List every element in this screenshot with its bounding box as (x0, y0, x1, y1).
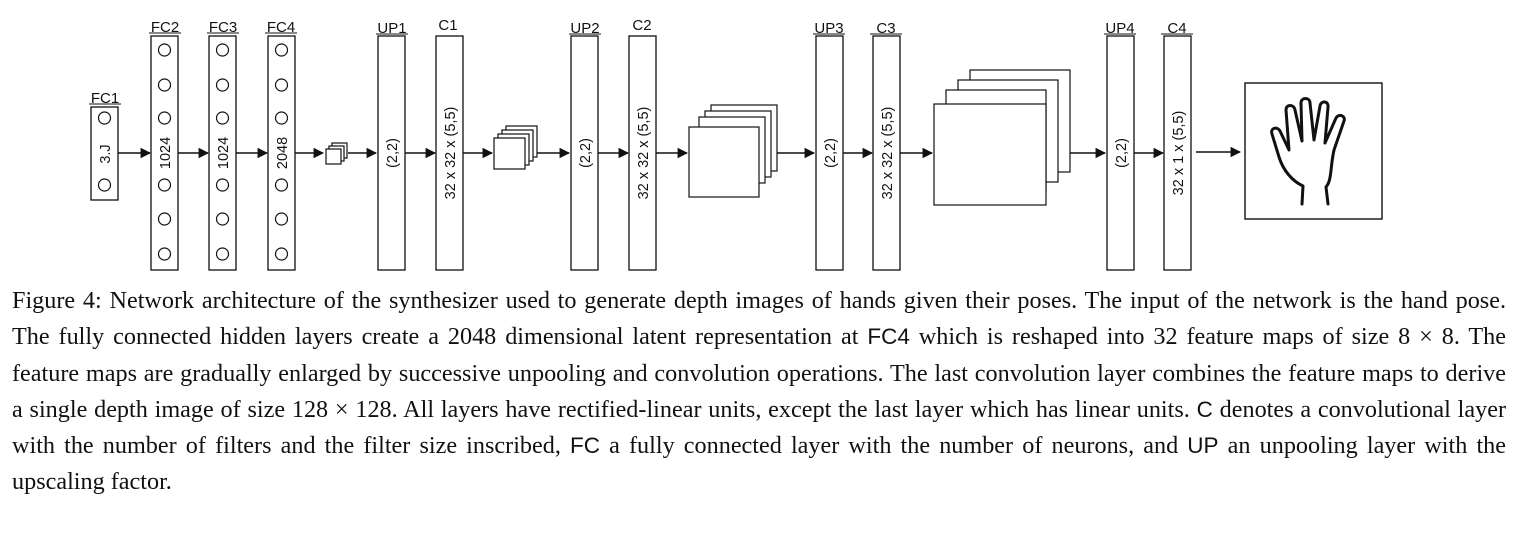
network-architecture-diagram: FC1 3.J FC2 1024 FC3 1024 FC4 (89, 17, 1383, 271)
layer-up4-label: UP4 (1105, 20, 1134, 37)
layer-up3-label: UP3 (814, 20, 843, 37)
layer-up4: UP4 (2,2) (1104, 20, 1136, 271)
layer-fc2-inner: 1024 (158, 137, 174, 169)
layer-c3-label: C3 (876, 20, 895, 37)
caption-term-up: UP (1187, 433, 1219, 459)
layer-c2-label: C2 (632, 17, 651, 34)
feature-map-stack-32x32 (688, 104, 778, 198)
hand-depth-image (1244, 82, 1383, 220)
layer-up2: UP2 (2,2) (569, 20, 601, 271)
caption-text-4: a fully connected layer with the number … (600, 432, 1188, 460)
caption-term-fc4: FC4 (867, 324, 910, 350)
connector-arrows (118, 146, 1242, 159)
caption-text-5: an unpooling layer with the upscaling fa… (12, 432, 1506, 496)
layer-c2-inner: 32 x 32 x (5,5) (636, 107, 652, 200)
layer-up4-inner: (2,2) (1114, 138, 1130, 168)
feature-map-stack-8x8 (325, 142, 348, 165)
layer-fc3-label: FC3 (209, 19, 237, 36)
layer-up1-inner: (2,2) (385, 138, 401, 168)
layer-c4: C4 32 x 1 x (5,5) (1161, 20, 1193, 271)
layer-up2-inner: (2,2) (578, 138, 594, 168)
layer-c1: C1 32 x 32 x (5,5) (435, 17, 464, 271)
layer-up3-inner: (2,2) (823, 138, 839, 168)
caption-term-c: C (1196, 396, 1213, 422)
caption-text-2: which is reshaped into 32 feature maps o… (12, 323, 1506, 423)
layer-fc2-label: FC2 (151, 19, 179, 36)
layer-fc4: FC4 2048 (265, 19, 297, 271)
layer-up3: UP3 (2,2) (813, 20, 845, 271)
layer-fc1-inner: 3.J (98, 144, 114, 163)
layer-c1-label: C1 (438, 17, 457, 34)
layer-c3: C3 32 x 32 x (5,5) (870, 20, 902, 271)
caption-term-fc: FC (570, 433, 601, 459)
layer-fc1: FC1 3.J (89, 90, 121, 201)
layer-c4-inner: 32 x 1 x (5,5) (1171, 111, 1187, 196)
layer-fc4-label: FC4 (267, 19, 295, 36)
layer-fc3: FC3 1024 (207, 19, 239, 271)
hand-outline-icon (1270, 97, 1346, 206)
layer-fc1-label: FC1 (91, 90, 119, 107)
layer-c3-inner: 32 x 32 x (5,5) (880, 107, 896, 200)
figure-caption: Figure 4: Network architecture of the sy… (12, 283, 1506, 501)
layer-up2-label: UP2 (570, 20, 599, 37)
layer-up1-label: UP1 (377, 20, 406, 37)
feature-map-stack-16x16 (493, 125, 538, 170)
layer-fc3-inner: 1024 (216, 137, 232, 169)
layer-c1-inner: 32 x 32 x (5,5) (443, 107, 459, 200)
layer-up1: UP1 (2,2) (376, 20, 408, 271)
feature-map-stack-64x64 (933, 69, 1071, 206)
caption-text-3: denotes a convolutional layer with the n… (12, 395, 1506, 460)
layer-fc2: FC2 1024 (149, 19, 181, 271)
layer-c2: C2 32 x 32 x (5,5) (628, 17, 657, 271)
layer-fc4-inner: 2048 (275, 137, 291, 169)
layer-c4-label: C4 (1167, 20, 1186, 37)
caption-text-1: Figure 4: Network architecture of the sy… (12, 287, 1506, 351)
